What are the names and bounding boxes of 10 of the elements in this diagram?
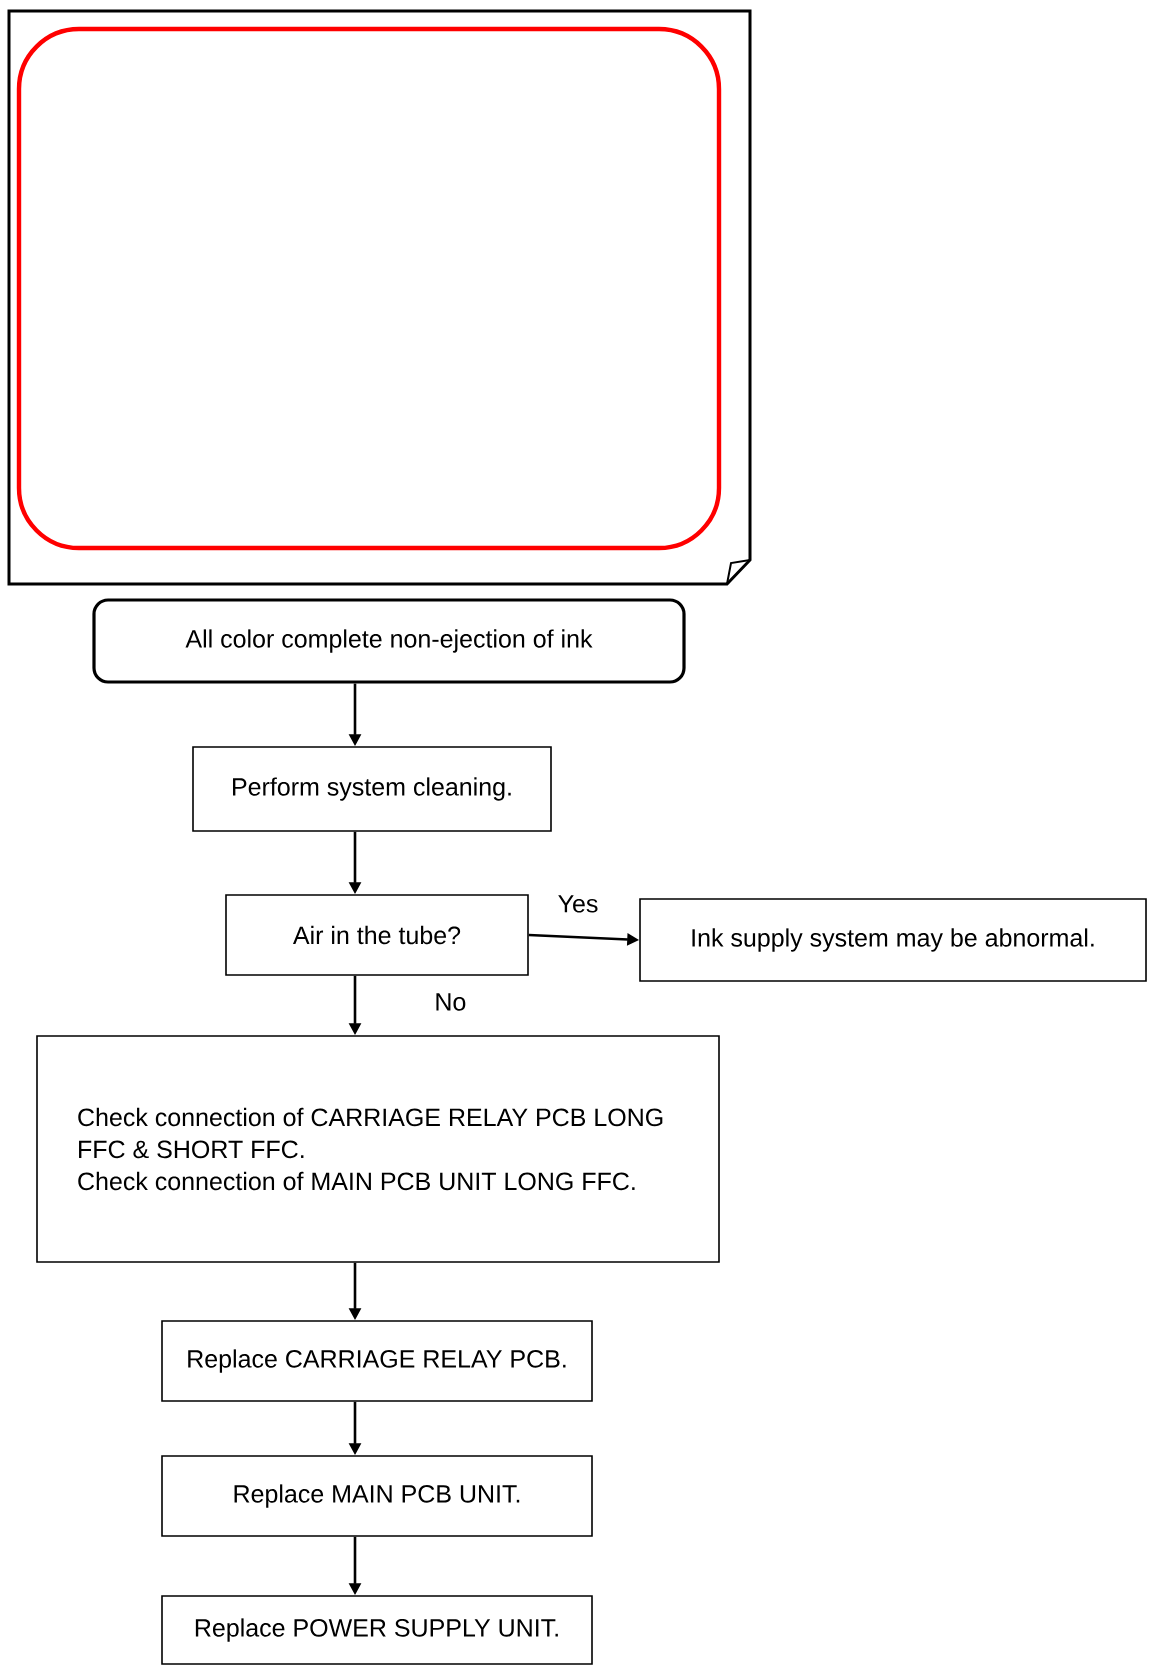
- process-box: Replace CARRIAGE RELAY PCB.: [161, 1320, 593, 1402]
- process-box: Replace POWER SUPPLY UNIT.: [161, 1595, 593, 1665]
- process-box: Air in the tube?: [225, 894, 529, 976]
- process-box: Ink supply system may be abnormal.: [639, 898, 1147, 982]
- process-box: Perform system cleaning.: [192, 746, 552, 832]
- edge-label: No: [432, 991, 469, 1013]
- start-box: All color complete non-ejection of ink: [92, 598, 686, 684]
- process-box: Replace MAIN PCB UNIT.: [161, 1455, 593, 1537]
- process-box: Check connection of CARRIAGE RELAY PCB LONG FFC & SHORT FFC. Check connection of MAIN PCB UNIT LONG FFC.: [36, 1035, 720, 1263]
- edge-label: Yes: [555, 893, 601, 915]
